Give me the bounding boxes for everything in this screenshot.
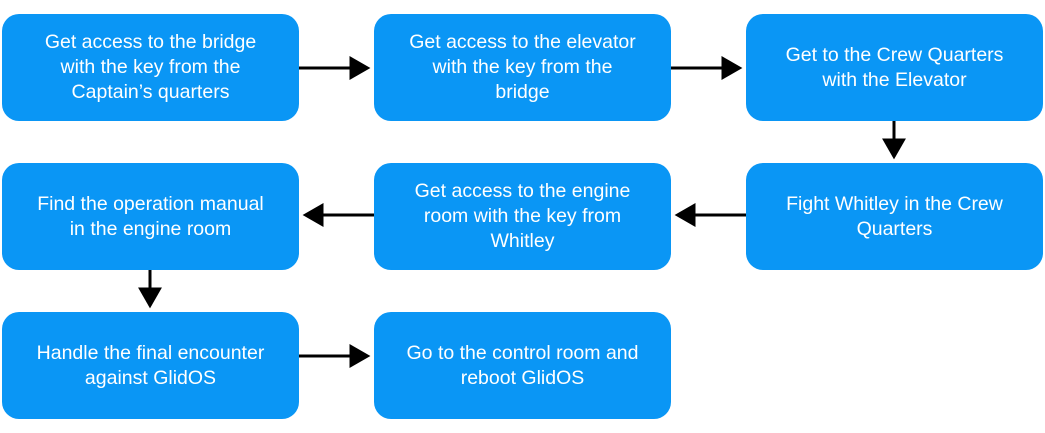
- step-final-encounter: Handle the final encounter against GlidO…: [2, 312, 299, 419]
- step-engine-room-access: Get access to the engine room with the k…: [374, 163, 671, 270]
- step-operation-manual: Find the operation manual in the engine …: [2, 163, 299, 270]
- step-bridge-access: Get access to the bridge with the key fr…: [2, 14, 299, 121]
- step-fight-whitley: Fight Whitley in the Crew Quarters: [746, 163, 1043, 270]
- step-elevator-access: Get access to the elevator with the key …: [374, 14, 671, 121]
- step-crew-quarters: Get to the Crew Quarters with the Elevat…: [746, 14, 1043, 121]
- step-reboot-glidos: Go to the control room and reboot GlidOS: [374, 312, 671, 419]
